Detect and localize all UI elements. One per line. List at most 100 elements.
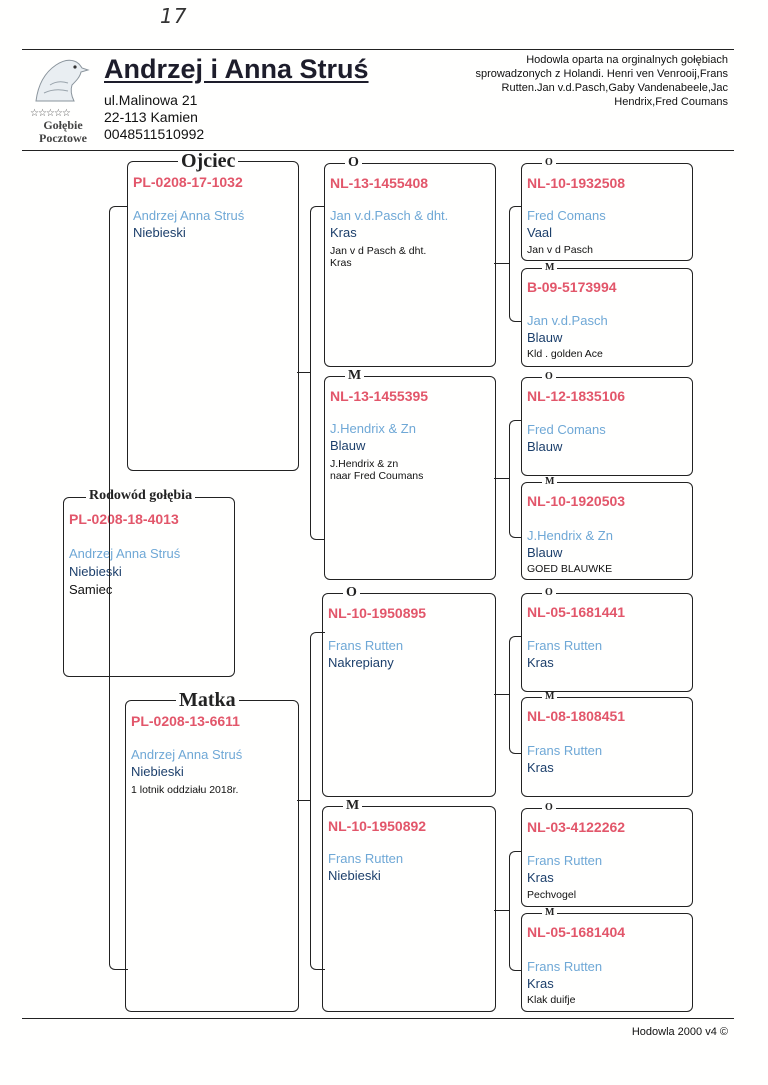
ggp-mmf-note: Pechvogel — [527, 889, 577, 901]
subject-color: Niebieski — [69, 564, 122, 579]
ggp-mff-breeder: Frans Rutten — [527, 638, 603, 653]
gp-ff-tag: O — [345, 156, 362, 170]
fm-connector — [494, 478, 509, 480]
phone-number: 0048511510992 — [104, 126, 205, 142]
father-breeder: Andrzej Anna Struś — [133, 208, 245, 223]
subject-title: Rodowód gołębia — [86, 489, 196, 503]
ggp-fff-tag: O — [542, 158, 556, 168]
gp-fm-note1: J.Hendrix & zn — [330, 458, 399, 470]
ff-bracket — [509, 206, 522, 322]
gp-fm-color: Blauw — [330, 438, 366, 453]
gp-ff-note1: Jan v d Pasch & dht. — [330, 245, 427, 257]
ggp-fff-color: Vaal — [527, 225, 553, 240]
mother-title: Matka — [176, 690, 239, 710]
top-divider — [22, 49, 734, 50]
ggp-ffm-breeder: Jan v.d.Pasch — [527, 313, 608, 328]
father-card: Ojciec PL-0208-17-1032 Andrzej Anna Stru… — [127, 151, 299, 471]
subject-ring: PL-0208-18-4013 — [69, 511, 179, 527]
mm-connector — [494, 910, 509, 912]
ggp-ffm-ring: B-09-5173994 — [527, 279, 617, 295]
ggp-fmf-tag: O — [542, 372, 556, 382]
subject-sex: Samiec — [69, 582, 113, 597]
gp-mm-ring: NL-10-1950892 — [328, 818, 427, 834]
gp-fm-card: M NL-13-1455395 J.Hendrix & Zn Blauw J.H… — [324, 369, 496, 580]
gp-mm-tag: M — [343, 799, 363, 813]
gp-mm-breeder: Frans Rutten — [328, 851, 404, 866]
gp-ff-card: O NL-13-1455408 Jan v.d.Pasch & dht. Kra… — [324, 156, 496, 367]
father-bracket — [310, 206, 325, 540]
subject-bracket — [109, 206, 128, 970]
father-ring: PL-0208-17-1032 — [133, 174, 243, 190]
mother-card: Matka PL-0208-13-6611 Andrzej Anna Struś… — [125, 690, 299, 1012]
ggp-mmm-card: M NL-05-1681404 Frans Rutten Kras Klak d… — [521, 908, 693, 1012]
father-title: Ojciec — [178, 151, 239, 171]
ggp-mmf-tag: O — [542, 803, 556, 813]
gp-mm-card: M NL-10-1950892 Frans Rutten Niebieski — [322, 799, 496, 1012]
ggp-mmf-ring: NL-03-4122262 — [527, 819, 626, 835]
ggp-fmm-breeder: J.Hendrix & Zn — [527, 528, 613, 543]
owner-name: Andrzej i Anna Struś — [104, 54, 369, 84]
mother-breeder: Andrzej Anna Struś — [131, 747, 243, 762]
gp-fm-breeder: J.Hendrix & Zn — [330, 421, 416, 436]
address-street: ul.Malinowa 21 — [104, 92, 198, 108]
gp-mf-breeder: Frans Rutten — [328, 638, 404, 653]
ggp-mmm-note: Klak duifje — [527, 994, 576, 1006]
ggp-mmm-tag: M — [542, 908, 558, 918]
mf-bracket — [509, 636, 522, 754]
gp-fm-ring: NL-13-1455395 — [330, 388, 429, 404]
ggp-fff-ring: NL-10-1932508 — [527, 175, 626, 191]
ggp-fmf-ring: NL-12-1835106 — [527, 388, 626, 404]
ggp-mff-card: O NL-05-1681441 Frans Rutten Kras — [521, 588, 693, 692]
subject-breeder: Andrzej Anna Struś — [69, 546, 181, 561]
father-color: Niebieski — [133, 225, 186, 240]
ggp-fmm-color: Blauw — [527, 545, 563, 560]
ggp-mff-tag: O — [542, 588, 556, 598]
gp-mf-color: Nakrepiany — [328, 655, 394, 670]
ggp-fff-card: O NL-10-1932508 Fred Comans Vaal Jan v d… — [521, 158, 693, 261]
ggp-fmm-tag: M — [542, 477, 558, 487]
logo-stars: ☆☆☆☆☆ — [30, 108, 71, 119]
mother-connector — [297, 800, 310, 802]
ggp-ffm-tag: M — [542, 263, 558, 273]
fm-bracket — [509, 420, 522, 538]
ggp-mfm-tag: M — [542, 692, 558, 702]
gp-mf-card: O NL-10-1950895 Frans Rutten Nakrepiany — [322, 586, 496, 797]
gp-mf-tag: O — [343, 586, 360, 600]
ggp-fmm-card: M NL-10-1920503 J.Hendrix & Zn Blauw GOE… — [521, 477, 693, 580]
ggp-fff-note: Jan v d Pasch — [527, 244, 593, 256]
ggp-fmf-card: O NL-12-1835106 Fred Comans Blauw — [521, 372, 693, 476]
gp-mf-ring: NL-10-1950895 — [328, 605, 427, 621]
ggp-mff-color: Kras — [527, 655, 554, 670]
subject-card: Rodowód gołębia PL-0208-18-4013 Andrzej … — [63, 489, 235, 677]
mm-bracket — [509, 851, 522, 971]
ggp-ffm-color: Blauw — [527, 330, 563, 345]
ggp-fff-breeder: Fred Comans — [527, 208, 606, 223]
ggp-mff-ring: NL-05-1681441 — [527, 604, 626, 620]
handwritten-page-number: 17 — [160, 4, 188, 28]
gp-fm-note2: naar Fred Coumans — [330, 470, 424, 482]
gp-ff-breeder: Jan v.d.Pasch & dht. — [330, 208, 449, 223]
ggp-fmm-note: GOED BLAUWKE — [527, 563, 613, 575]
gp-ff-ring: NL-13-1455408 — [330, 175, 429, 191]
mother-color: Niebieski — [131, 764, 184, 779]
mother-note: 1 lotnik oddziału 2018r. — [131, 784, 239, 796]
mother-bracket — [310, 632, 325, 970]
ff-connector — [494, 263, 509, 265]
ggp-ffm-card: M B-09-5173994 Jan v.d.Pasch Blauw Kld .… — [521, 263, 693, 367]
ggp-mfm-breeder: Frans Rutten — [527, 743, 603, 758]
ggp-fmm-ring: NL-10-1920503 — [527, 493, 626, 509]
ggp-mfm-color: Kras — [527, 760, 554, 775]
gp-fm-tag: M — [345, 369, 365, 383]
breeding-note: Hodowla oparta na orginalnych gołębiach … — [475, 54, 728, 108]
footer-divider — [22, 1018, 734, 1019]
pigeon-icon — [35, 59, 90, 102]
ggp-mmm-ring: NL-05-1681404 — [527, 924, 626, 940]
mf-connector — [494, 694, 509, 696]
ggp-mmm-color: Kras — [527, 976, 554, 991]
gp-mm-color: Niebieski — [328, 868, 381, 883]
gp-ff-note2: Kras — [330, 257, 352, 269]
ggp-mmm-breeder: Frans Rutten — [527, 959, 603, 974]
ggp-mfm-ring: NL-08-1808451 — [527, 708, 626, 724]
ggp-ffm-note: Kld . golden Ace — [527, 348, 603, 360]
logo-text-line2: Pocztowe — [39, 131, 87, 145]
